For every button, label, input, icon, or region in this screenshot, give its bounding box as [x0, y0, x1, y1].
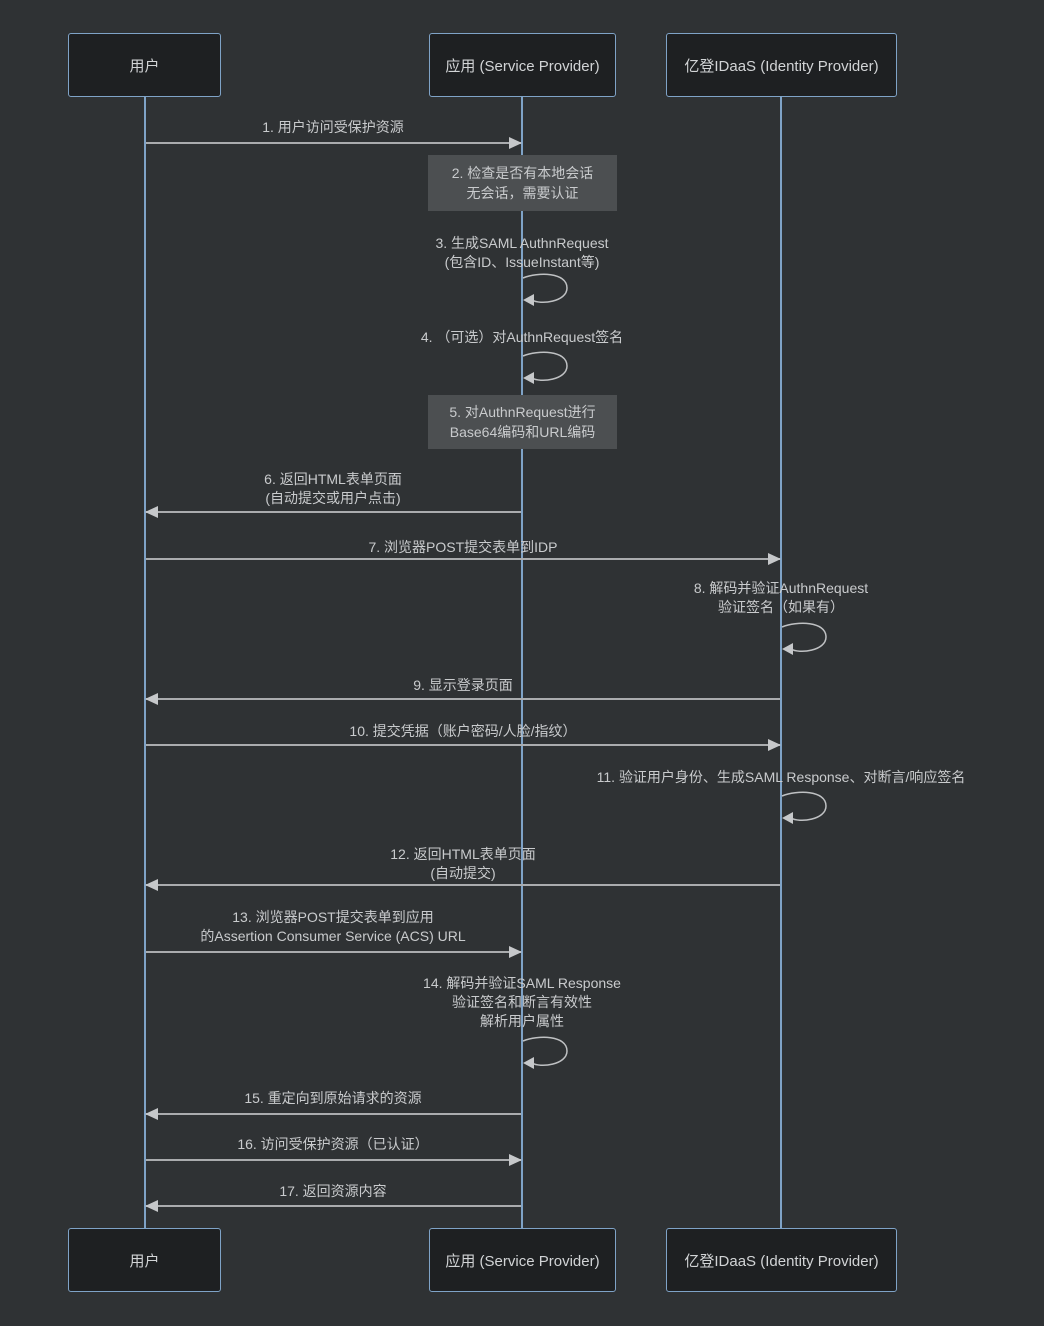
- message-3-label: 3. 生成SAML AuthnRequest (包含ID、IssueInstan…: [435, 234, 608, 272]
- message-4-self-loop-arrow: [522, 351, 568, 384]
- message-3-line2: (包含ID、IssueInstant等): [444, 254, 600, 270]
- actor-user-top: 用户: [68, 33, 221, 97]
- message-1-label: 1. 用户访问受保护资源: [262, 119, 404, 135]
- message-13-line1: 13. 浏览器POST提交表单到应用: [232, 909, 434, 925]
- message-4-label: 4. （可选）对AuthnRequest签名: [420, 329, 624, 345]
- lifeline-service-provider: [521, 97, 523, 1228]
- message-8-self-loop-arrow: [781, 622, 827, 655]
- actor-identity-provider-bottom: 亿登IDaaS (Identity Provider): [666, 1228, 897, 1292]
- actor-identity-provider-bottom-label: 亿登IDaaS (Identity Provider): [684, 1252, 879, 1270]
- message-6-label: 6. 返回HTML表单页面 (自动提交或用户点击): [264, 470, 402, 508]
- message-15-arrow: [145, 1108, 521, 1120]
- actor-service-provider-top: 应用 (Service Provider): [429, 33, 616, 97]
- actor-service-provider-bottom: 应用 (Service Provider): [429, 1228, 616, 1292]
- message-17-label: 17. 返回资源内容: [279, 1183, 387, 1199]
- message-11-label: 11. 验证用户身份、生成SAML Response、对断言/响应签名: [596, 769, 966, 785]
- message-15-label: 15. 重定向到原始请求的资源: [244, 1090, 422, 1106]
- lifeline-user: [144, 97, 146, 1228]
- message-14-label: 14. 解码并验证SAML Response 验证签名和断言有效性 解析用户属性: [423, 974, 621, 1031]
- message-12-line1: 12. 返回HTML表单页面: [390, 846, 536, 862]
- note-5: 5. 对AuthnRequest进行 Base64编码和URL编码: [428, 395, 617, 449]
- actor-identity-provider-label: 亿登IDaaS (Identity Provider): [684, 57, 879, 75]
- message-10-label: 10. 提交凭据（账户密码/人脸/指纹）: [349, 723, 577, 739]
- message-8-label: 8. 解码并验证AuthnRequest 验证签名（如果有）: [694, 579, 868, 617]
- message-8-line1: 8. 解码并验证AuthnRequest: [693, 580, 869, 596]
- note-5-line1: 5. 对AuthnRequest进行: [449, 404, 596, 420]
- message-12-arrow: [145, 879, 780, 891]
- message-7-arrow: [146, 553, 781, 565]
- message-1-arrow: [146, 137, 522, 149]
- actor-user-bottom-label: 用户: [129, 1252, 160, 1270]
- message-14-self-loop-arrow: [522, 1036, 568, 1069]
- message-9-arrow: [145, 693, 780, 705]
- message-6-arrow: [145, 506, 521, 518]
- actor-service-provider-label: 应用 (Service Provider): [445, 57, 600, 75]
- message-16-arrow: [146, 1154, 522, 1166]
- message-14-line3: 解析用户属性: [479, 1013, 564, 1029]
- message-12-label: 12. 返回HTML表单页面 (自动提交): [390, 845, 535, 883]
- message-16-label: 16. 访问受保护资源（已认证）: [237, 1136, 429, 1152]
- message-17-arrow: [145, 1200, 521, 1212]
- message-9-label: 9. 显示登录页面: [413, 677, 513, 693]
- actor-user-label: 用户: [129, 57, 160, 75]
- message-14-line1: 14. 解码并验证SAML Response: [423, 975, 621, 991]
- message-6-line2: (自动提交或用户点击): [265, 490, 401, 506]
- actor-service-provider-bottom-label: 应用 (Service Provider): [445, 1252, 600, 1270]
- message-13-label: 13. 浏览器POST提交表单到应用 的Assertion Consumer S…: [200, 908, 465, 946]
- message-3-self-loop-arrow: [522, 273, 568, 306]
- message-3-line1: 3. 生成SAML AuthnRequest: [435, 235, 609, 251]
- message-6-line1: 6. 返回HTML表单页面: [264, 471, 402, 487]
- message-8-line2: 验证签名（如果有）: [717, 599, 844, 615]
- note-2-line1: 2. 检查是否有本地会话: [451, 165, 594, 181]
- message-14-line2: 验证签名和断言有效性: [451, 994, 592, 1010]
- note-2-line2: 无会话，需要认证: [466, 185, 579, 201]
- actor-identity-provider-top: 亿登IDaaS (Identity Provider): [666, 33, 897, 97]
- lifeline-identity-provider: [780, 97, 782, 1228]
- message-13-line2: 的Assertion Consumer Service (ACS) URL: [200, 928, 466, 944]
- message-12-line2: (自动提交): [430, 865, 496, 881]
- message-7-label: 7. 浏览器POST提交表单到IDP: [368, 539, 558, 555]
- message-13-arrow: [146, 946, 522, 958]
- note-5-line2: Base64编码和URL编码: [449, 424, 596, 440]
- message-10-arrow: [146, 739, 781, 751]
- actor-user-bottom: 用户: [68, 1228, 221, 1292]
- message-11-self-loop-arrow: [781, 791, 827, 824]
- note-2: 2. 检查是否有本地会话 无会话，需要认证: [428, 155, 617, 211]
